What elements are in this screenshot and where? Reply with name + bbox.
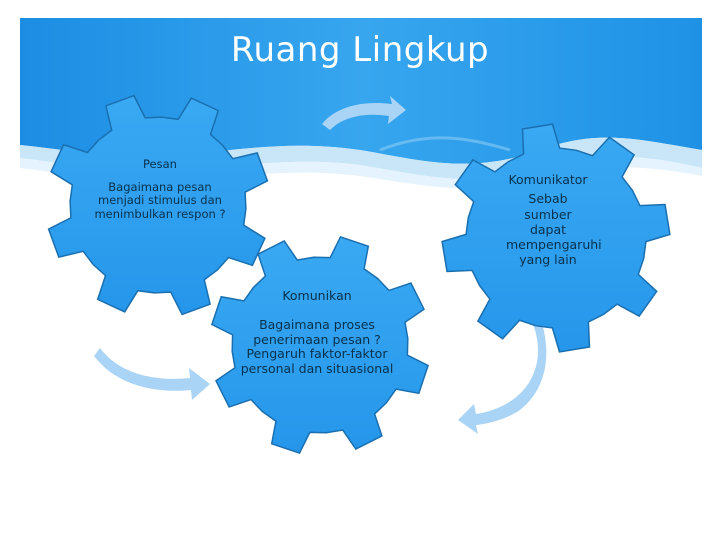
arrow-bottom-right [458,318,547,434]
gear-komunikan-heading: Komunikan [282,288,352,303]
gear-pesan-heading: Pesan [143,157,177,171]
gear-pesan-text: Pesan Bagaimana pesan menjadi stimulus d… [92,157,228,221]
arrow-top [322,96,406,130]
gear-pesan-body: Bagaimana pesan menjadi stimulus dan men… [94,180,226,221]
gear-komunikator-heading: Komunikator [508,172,588,187]
arrow-bottom-left [94,348,210,400]
gear-komunikator [441,123,671,353]
gear-komunikan [210,235,430,455]
gear-komunikator-text: Komunikator Sebab sumber dapat mempengar… [506,172,602,268]
gear-komunikator-body: Sebab sumber dapat mempengaruhi yang lai… [506,191,602,268]
gear-komunikan-body: Bagaimana proses penerimaan pesan ? Peng… [240,317,394,376]
gear-pesan [47,94,269,316]
slide-title: Ruang Lingkup [230,30,490,70]
gears-group [47,94,671,455]
gear-komunikan-text: Komunikan Bagaimana proses penerimaan pe… [234,288,400,376]
